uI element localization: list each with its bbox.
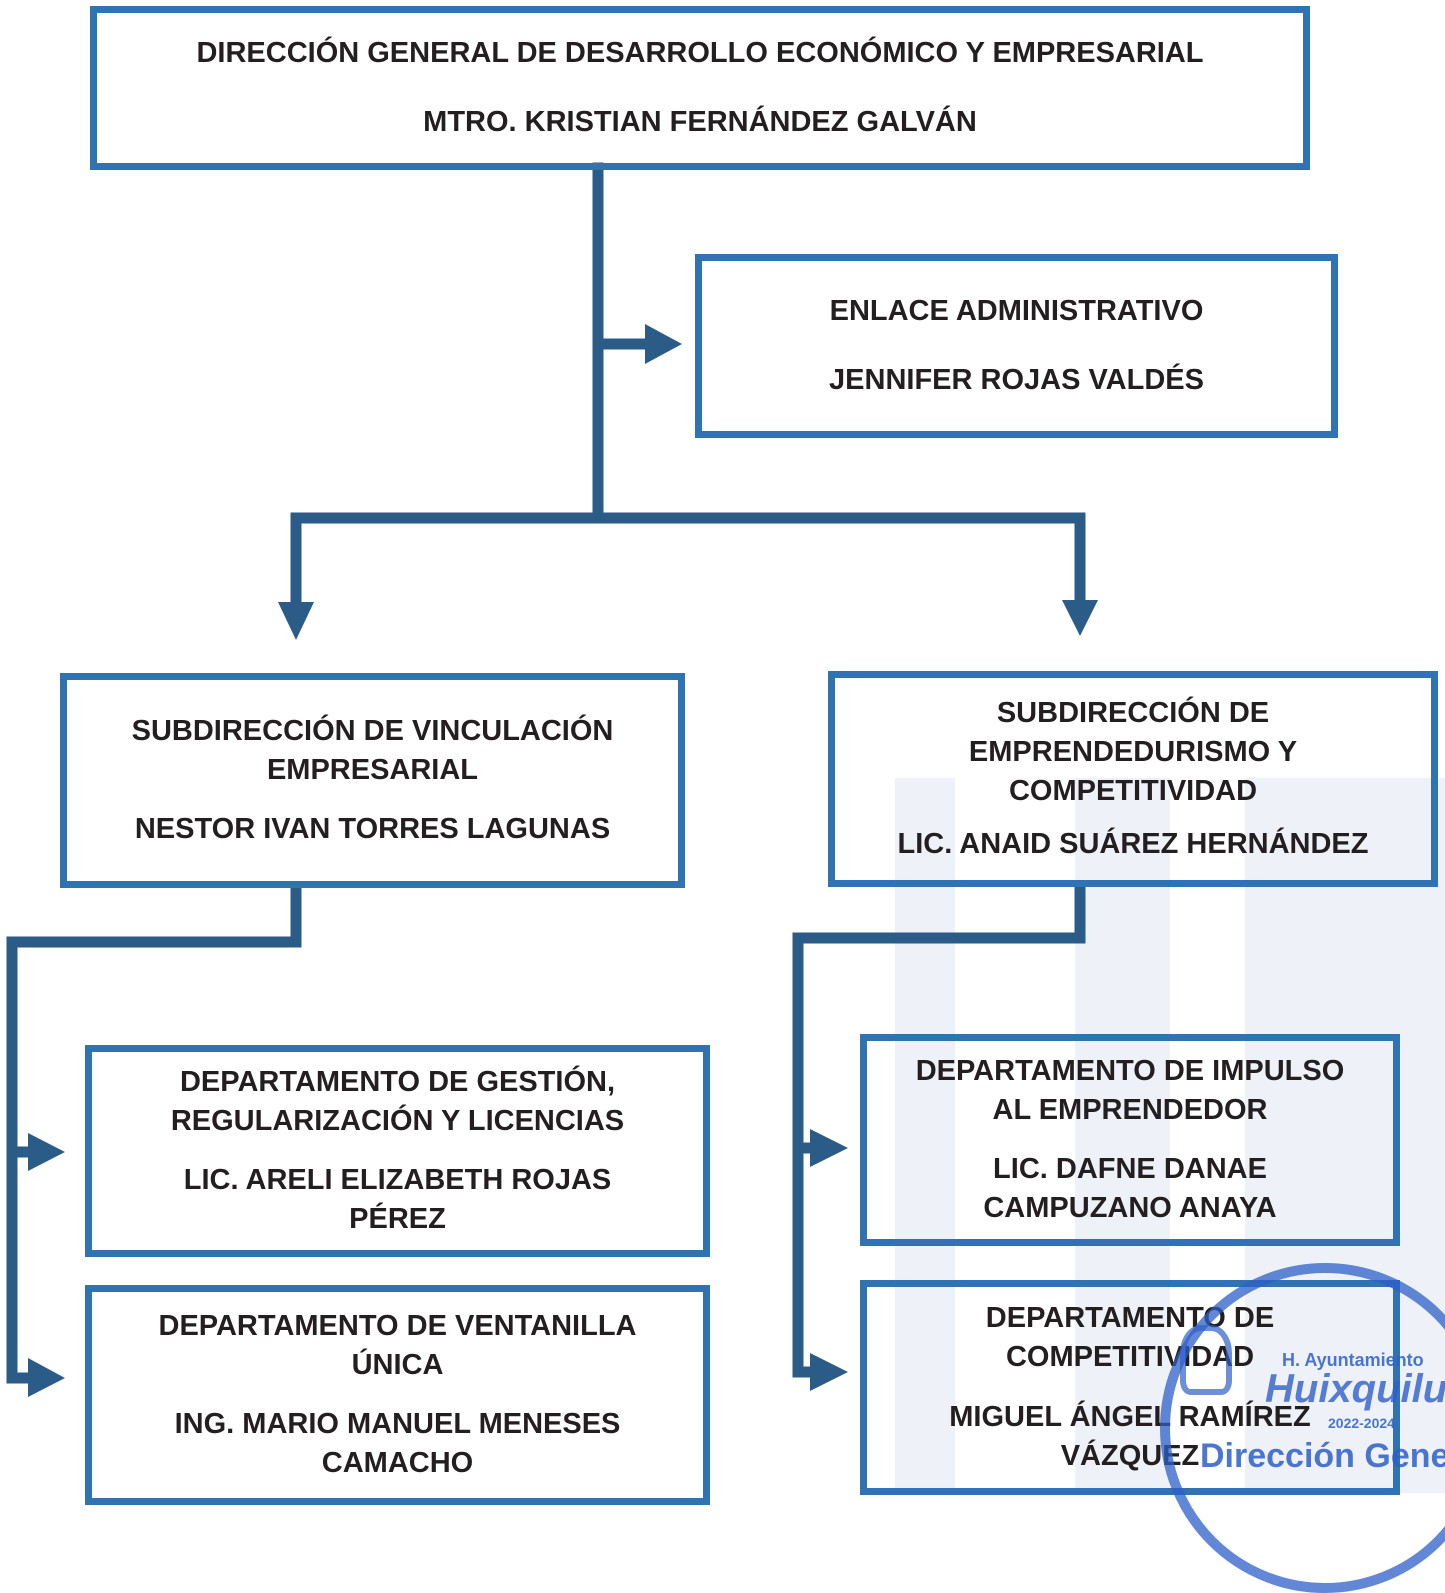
official-stamp: H. Ayuntamiento Huixquilucan 2022-2024 D… [1150,1255,1445,1593]
stamp-line-2: Huixquilucan [1265,1367,1445,1411]
subdireccion-emprendedurismo-title: SUBDIRECCIÓN DE EMPRENDEDURISMO Y COMPET… [968,696,1298,807]
depto-ventanilla-box: DEPARTAMENTO DE VENTANILLA ÚNICA ING. MA… [85,1285,710,1505]
depto-ventanilla-name: ING. MARIO MANUEL MENESES CAMACHO [174,1408,621,1480]
director-title: DIRECCIÓN GENERAL DE DESARROLLO ECONÓMIC… [196,36,1204,69]
stamp-line-1: H. Ayuntamiento [1282,1350,1424,1370]
subdireccion-emprendedurismo-name: LIC. ANAID SUÁREZ HERNÁNDEZ [897,828,1369,861]
org-connectors [6,162,1098,1397]
watermark-column-left [895,778,955,1493]
depto-gestion-box: DEPARTAMENTO DE GESTIÓN, REGULARIZACIÓN … [85,1045,710,1257]
enlace-box: ENLACE ADMINISTRATIVO JENNIFER ROJAS VAL… [695,254,1338,438]
depto-impulso-title: DEPARTAMENTO DE IMPULSO AL EMPRENDEDOR [915,1054,1345,1126]
subdireccion-emprendedurismo-box: SUBDIRECCIÓN DE EMPRENDEDURISMO Y COMPET… [828,671,1438,887]
watermark-column-middle [1075,778,1170,1493]
director-name: MTRO. KRISTIAN FERNÁNDEZ GALVÁN [423,106,977,138]
depto-impulso-name: LIC. DAFNE DANAE CAMPUZANO ANAYA [983,1153,1277,1225]
subdireccion-vinculacion-name: NESTOR IVAN TORRES LAGUNAS [134,813,611,846]
enlace-title: ENLACE ADMINISTRATIVO [829,294,1204,327]
stamp-emblem-icon [1180,1325,1232,1395]
stamp-ring [1160,1263,1445,1593]
subdireccion-vinculacion-title: SUBDIRECCIÓN DE VINCULACIÓN EMPRESARIAL [131,714,614,786]
stamp-line-3: 2022-2024 [1328,1415,1395,1431]
stamp-line-4: Dirección General [1200,1437,1445,1475]
enlace-name: JENNIFER ROJAS VALDÉS [829,364,1204,396]
subdireccion-vinculacion-box: SUBDIRECCIÓN DE VINCULACIÓN EMPRESARIAL … [60,673,685,888]
depto-gestion-title: DEPARTAMENTO DE GESTIÓN, REGULARIZACIÓN … [170,1065,625,1137]
director-box: DIRECCIÓN GENERAL DE DESARROLLO ECONÓMIC… [90,6,1310,170]
depto-gestion-name: LIC. ARELI ELIZABETH ROJAS PÉREZ [183,1164,612,1236]
depto-ventanilla-title: DEPARTAMENTO DE VENTANILLA ÚNICA [158,1309,637,1381]
depto-impulso-box: DEPARTAMENTO DE IMPULSO AL EMPRENDEDOR L… [860,1034,1400,1246]
